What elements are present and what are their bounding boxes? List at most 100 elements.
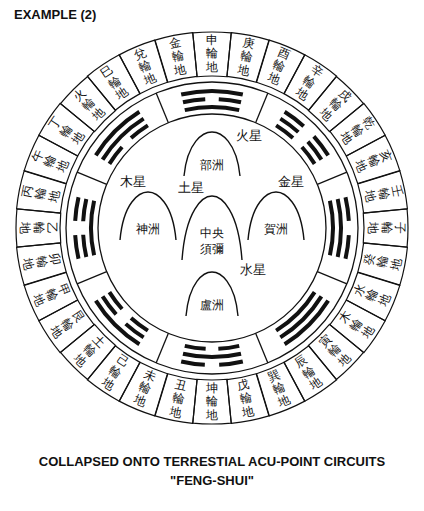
star-label: 土星	[178, 180, 204, 195]
continent-name: 須彌	[200, 241, 224, 257]
trigram-bar	[73, 235, 80, 259]
cell-text: 丑輪地	[168, 378, 187, 419]
ring-cell: 巽輪地	[252, 361, 306, 417]
cell-border	[16, 209, 61, 247]
cell-text: 巽輪地	[265, 368, 291, 409]
cell-border	[357, 171, 408, 217]
cell-border	[193, 32, 231, 77]
star-label-holder: 金星	[278, 174, 304, 189]
ring-cell: 亥輪地	[345, 135, 401, 189]
ring-cell: 丑輪地	[154, 373, 202, 424]
cell-text: 未輪地	[132, 368, 158, 409]
trigram-bar	[81, 235, 88, 258]
cell-border	[357, 239, 408, 285]
cell-text: 午輪地	[31, 148, 72, 174]
mountain-peak: 盧洲	[186, 272, 238, 316]
trigram-bar	[89, 200, 96, 255]
trigram-bar	[184, 105, 239, 112]
band-circle	[98, 114, 326, 342]
ring-cell: 坤輪地	[192, 380, 232, 424]
caption-label: "FENG-SHUI"	[0, 473, 424, 488]
trigram-bar	[344, 197, 351, 221]
caption-label-holder: "FENG-SHUI"	[0, 473, 424, 488]
mountain-peak: 賀洲	[248, 192, 304, 240]
cell-border	[363, 209, 408, 247]
mountain-peak: 神洲	[120, 192, 176, 240]
mountain-line	[182, 196, 242, 260]
title: EXAMPLE (2)	[14, 7, 96, 22]
cell-border	[280, 343, 337, 402]
cell-text: 亥輪地	[352, 148, 393, 174]
band-separator	[317, 172, 347, 184]
star-label-holder: 木星	[120, 174, 146, 189]
cell-text: 土輪地	[71, 333, 107, 369]
band-separator	[77, 272, 107, 284]
continent-name: 部洲	[200, 157, 224, 173]
band-separator	[317, 272, 347, 284]
continent-name: 賀洲	[264, 221, 288, 237]
ring-cell: 甲輪地	[23, 268, 79, 322]
trigram-bar	[219, 97, 242, 104]
trigram-bar	[344, 235, 351, 259]
trigram-bar	[183, 97, 206, 104]
cell-text: 水輪地	[352, 281, 393, 307]
trigram-bar	[219, 360, 243, 367]
mountain-line	[120, 192, 176, 240]
cell-border	[38, 296, 97, 353]
cell-text: 寅輪地	[317, 333, 353, 369]
caption-holder: COLLAPSED ONTO TERRESTIAL ACU-POINT CIRC…	[0, 454, 424, 469]
cell-text: 乙輪地	[18, 222, 58, 234]
star-label: 火星	[236, 128, 262, 143]
cell-text: 壬輪地	[362, 184, 403, 203]
cell-text: 庚輪地	[236, 37, 255, 78]
star-label: 木星	[120, 174, 146, 189]
cell-text: 卯輪地	[21, 252, 62, 271]
cell-text: 甲輪地	[31, 281, 72, 307]
band-separator	[256, 333, 268, 363]
trigram-bar	[181, 89, 244, 96]
title-holder: EXAMPLE (2)	[14, 7, 96, 22]
mountain-peak: 中央須彌	[182, 196, 242, 260]
mountain-peak: 部洲	[184, 132, 240, 176]
continent-name: 盧洲	[200, 297, 224, 313]
cell-text: 坤輪地	[206, 382, 218, 422]
ring-cell: 兌輪地	[119, 39, 173, 95]
star-label: 水星	[240, 262, 266, 277]
star-label-holder: 火星	[236, 128, 262, 143]
mountain-line	[248, 192, 304, 240]
cell-border	[16, 239, 67, 285]
cell-text: 戊輪地	[236, 378, 255, 419]
ring-cell: 癸輪地	[357, 238, 408, 286]
ring-cell: 金輪地	[154, 32, 202, 83]
ring-cell: 乙輪地	[16, 208, 60, 248]
band-circle	[66, 82, 358, 374]
cell-border	[223, 373, 269, 424]
trigram-bar	[218, 344, 239, 351]
continent-name: 神洲	[136, 221, 160, 237]
cell-border	[155, 32, 201, 83]
mountain-line	[186, 272, 238, 316]
trigram-bar	[181, 360, 205, 367]
band-separator	[256, 93, 268, 123]
caption: COLLAPSED ONTO TERRESTIAL ACU-POINT CIRC…	[0, 454, 424, 469]
ring-cell: 申輪地	[192, 32, 232, 76]
cell-border	[119, 360, 172, 416]
trigram-bar	[81, 199, 88, 222]
ring-cell: 丙輪地	[16, 170, 67, 218]
cell-border	[16, 171, 67, 217]
cell-border	[155, 373, 201, 424]
cell-text: 丙輪地	[21, 184, 62, 203]
ring-cell: 酉輪地	[252, 39, 306, 95]
cell-border	[327, 103, 386, 160]
cell-border	[252, 40, 305, 96]
trigram-bar	[312, 135, 330, 156]
cell-border	[193, 379, 231, 424]
cell-border	[87, 54, 144, 113]
trigram-bar	[284, 110, 305, 128]
ring-cell: 子輪地	[364, 208, 408, 248]
cell-text: 火輪地	[71, 87, 107, 123]
cell-border	[24, 135, 80, 188]
band-separator	[77, 172, 107, 184]
